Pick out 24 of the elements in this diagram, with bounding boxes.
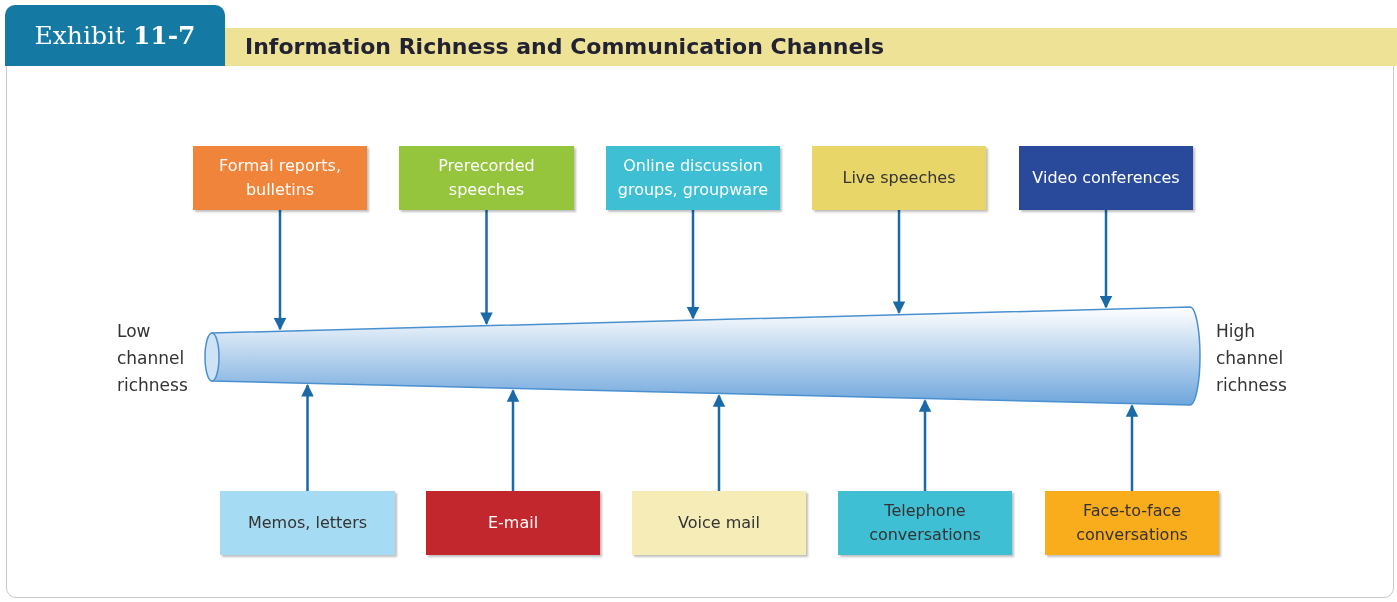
arrow [480, 210, 493, 325]
scale-label: High channel richness [1216, 320, 1288, 397]
arrow [301, 384, 314, 491]
channel-box: Video conferences [1019, 146, 1193, 210]
arrow [506, 389, 520, 491]
arrow [273, 210, 287, 331]
arrow [918, 399, 932, 491]
channel-box: Online discussion groups, groupware [606, 146, 780, 210]
title: Information Richness and Communication Channels [245, 33, 885, 61]
arrow [1099, 210, 1113, 309]
channel-box: Telephone conversations [838, 491, 1012, 555]
exhibit-tab: Exhibit 11-7 [5, 5, 225, 66]
scale-label: Low channel richness [117, 320, 189, 397]
channel-box: Prerecorded speeches [399, 146, 574, 210]
arrow [1125, 404, 1139, 491]
channel-box: Voice mail [632, 491, 806, 555]
arrow [686, 210, 700, 320]
channel-box: Memos, letters [220, 491, 395, 555]
arrow [712, 394, 726, 491]
channel-box: Formal reports, bulletins [193, 146, 367, 210]
channel-box: Live speeches [812, 146, 986, 210]
channel-box: Face-to-face conversations [1045, 491, 1219, 555]
arrow [892, 210, 906, 314]
channel-box: E-mail [426, 491, 600, 555]
